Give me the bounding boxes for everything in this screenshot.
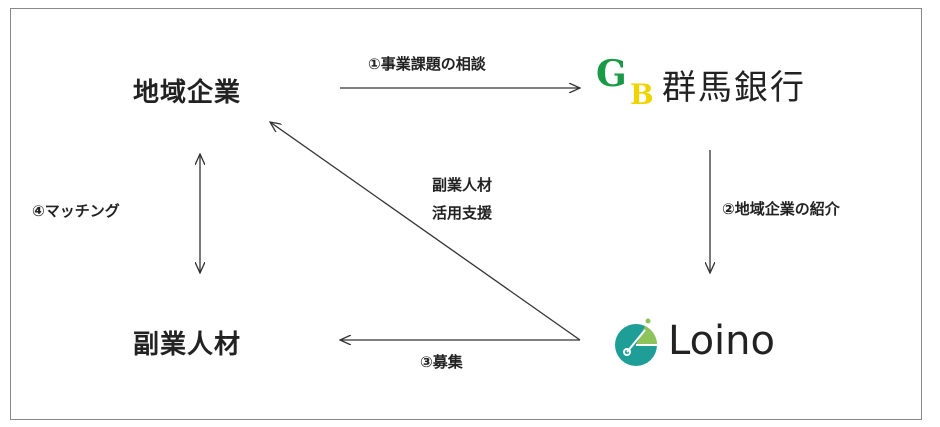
svg-text:G: G: [596, 53, 627, 95]
node-side-job-talent: 副業人材: [133, 330, 242, 360]
label-matching: ④マッチング: [32, 202, 120, 220]
label-consult: ①事業課題の相談: [368, 55, 486, 73]
loino-logo-icon: [615, 318, 657, 366]
label-support-2: 活用支援: [432, 204, 493, 222]
label-support-1: 副業人材: [432, 176, 493, 194]
label-introduce: ②地域企業の紹介: [722, 200, 840, 218]
gb-logo-icon: G B: [596, 53, 654, 111]
loino-name: Loino: [668, 318, 775, 364]
svg-text:B: B: [630, 78, 654, 111]
node-local-company: 地域企業: [133, 78, 242, 108]
frame-border: [10, 8, 922, 420]
bank-name: 群馬銀行: [662, 68, 806, 108]
arrow-support: [270, 122, 581, 341]
label-recruit: ③募集: [420, 353, 463, 371]
